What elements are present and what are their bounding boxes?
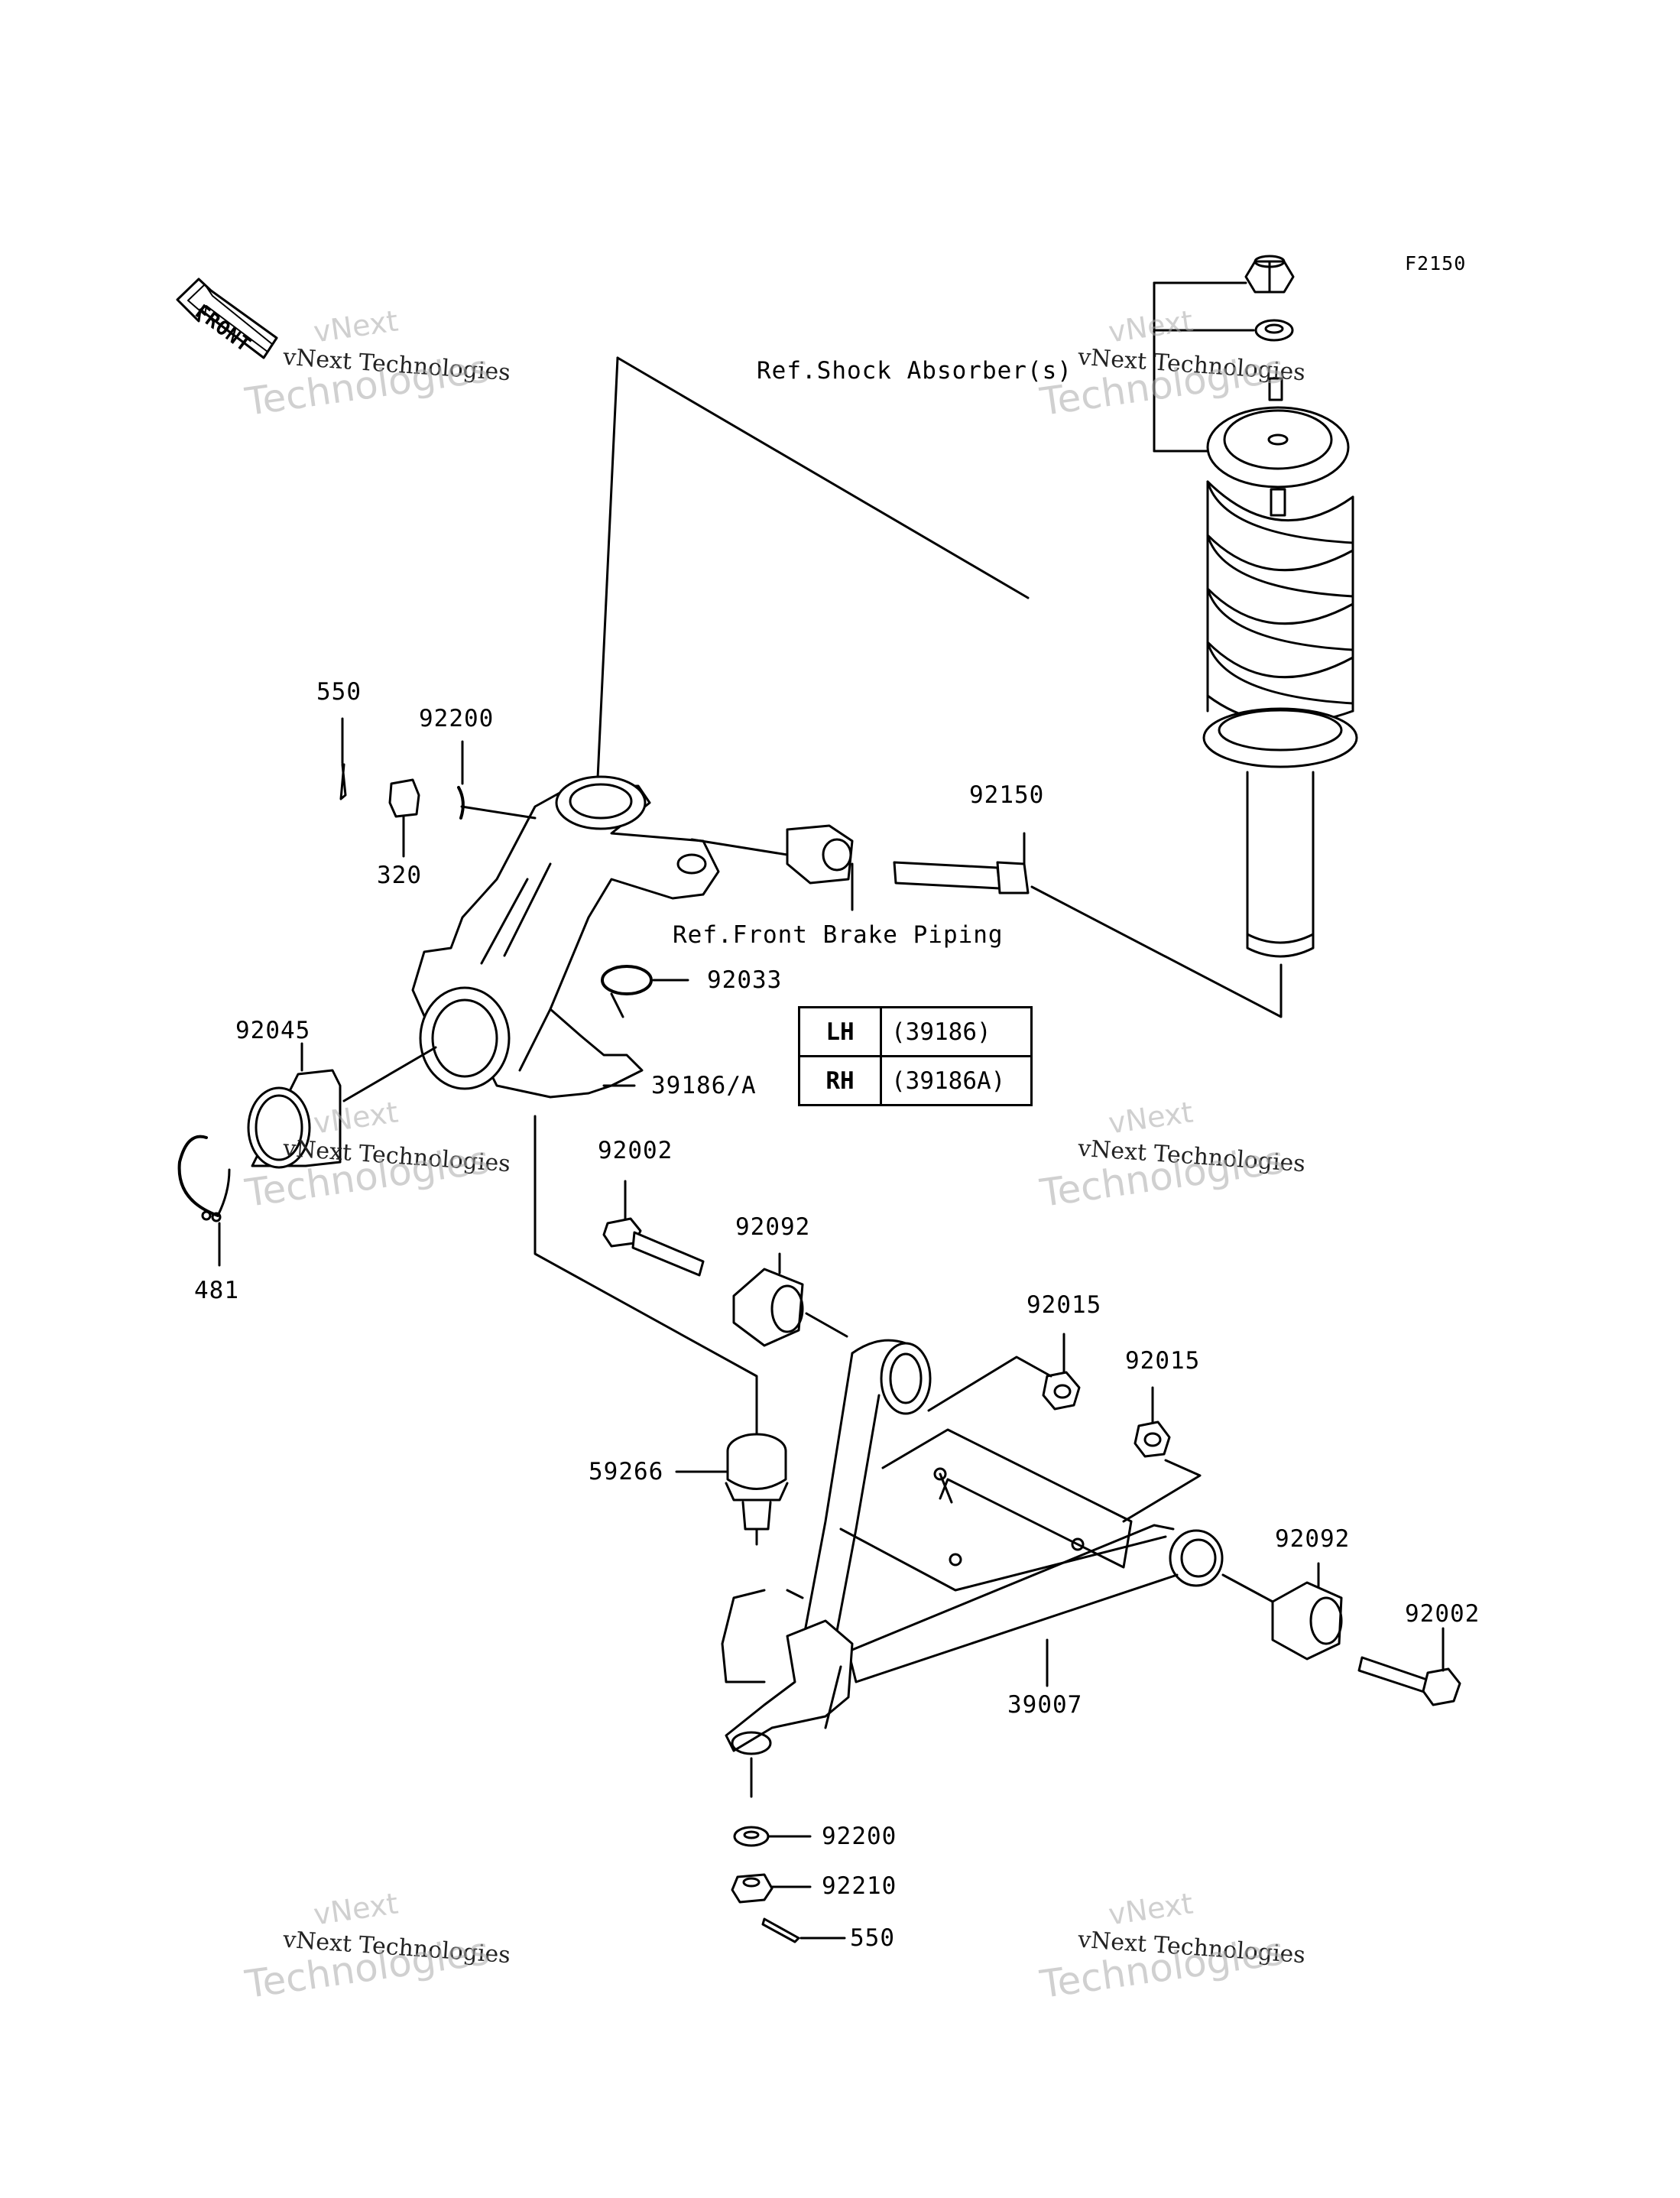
bushing-right-icon	[1221, 1562, 1343, 1661]
ref-shock-absorber: Ref.Shock Absorber(s)	[757, 357, 1072, 385]
part-label-550-top: 550	[316, 678, 362, 706]
washer-icon	[733, 1826, 812, 1847]
part-label-320: 320	[377, 862, 422, 889]
part-label-39186: 39186/A	[651, 1072, 757, 1099]
bolt-left-icon	[602, 1180, 705, 1277]
flange-nut-icon	[927, 1333, 1081, 1412]
side-cell: LH	[798, 1006, 882, 1057]
castle-nut-icon	[731, 1873, 812, 1904]
bolt-92150-icon	[893, 832, 1030, 894]
part-label-92092-left: 92092	[735, 1213, 811, 1241]
ref-front-brake-piping: Ref.Front Brake Piping	[673, 921, 1004, 949]
part-label-550-bottom: 550	[850, 1924, 895, 1952]
side-cell: RH	[798, 1055, 882, 1106]
part-label-92002-right: 92002	[1405, 1600, 1481, 1628]
brake-clamp	[690, 824, 854, 911]
snap-ring-icon	[177, 1135, 231, 1267]
figure-id: F2150	[1405, 252, 1467, 274]
table-row: RH (39186A)	[798, 1055, 1033, 1106]
washer-icon	[457, 740, 537, 820]
side-code-table: LH (39186) RH (39186A)	[798, 1006, 1033, 1106]
code-cell: (39186A)	[880, 1055, 1033, 1106]
part-label-92045: 92045	[235, 1017, 311, 1044]
front-arrow-icon	[176, 278, 278, 359]
part-label-92015-a: 92015	[1026, 1291, 1102, 1319]
bearing-icon	[247, 1042, 437, 1169]
part-label-92092-right: 92092	[1275, 1525, 1351, 1553]
part-label-39007: 39007	[1007, 1691, 1083, 1719]
cotter-pin-icon	[339, 717, 347, 800]
ball-joint-icon	[675, 1433, 789, 1546]
table-row: LH (39186)	[798, 1006, 1033, 1057]
part-label-92150: 92150	[969, 781, 1045, 809]
circlip-icon	[601, 965, 674, 1018]
castle-nut-icon	[388, 778, 420, 858]
a-arm	[721, 1339, 1224, 1755]
part-label-92200-bottom: 92200	[822, 1823, 897, 1850]
part-label-92210: 92210	[822, 1872, 897, 1900]
part-label-59266: 59266	[589, 1458, 664, 1485]
bolt-right-icon	[1357, 1627, 1461, 1706]
cotter-pin-icon	[761, 1917, 846, 1943]
flange-nut-icon	[1122, 1386, 1202, 1523]
part-label-92033: 92033	[707, 966, 783, 994]
bushing-left-icon	[732, 1252, 848, 1347]
part-label-481: 481	[194, 1277, 239, 1304]
part-label-92002-left: 92002	[598, 1137, 673, 1164]
part-label-92200-top: 92200	[419, 705, 495, 732]
part-label-92015-b: 92015	[1125, 1347, 1201, 1375]
code-cell: (39186)	[880, 1006, 1033, 1057]
steering-knuckle	[411, 775, 720, 1099]
shock-absorber-assembly	[1030, 255, 1358, 1018]
